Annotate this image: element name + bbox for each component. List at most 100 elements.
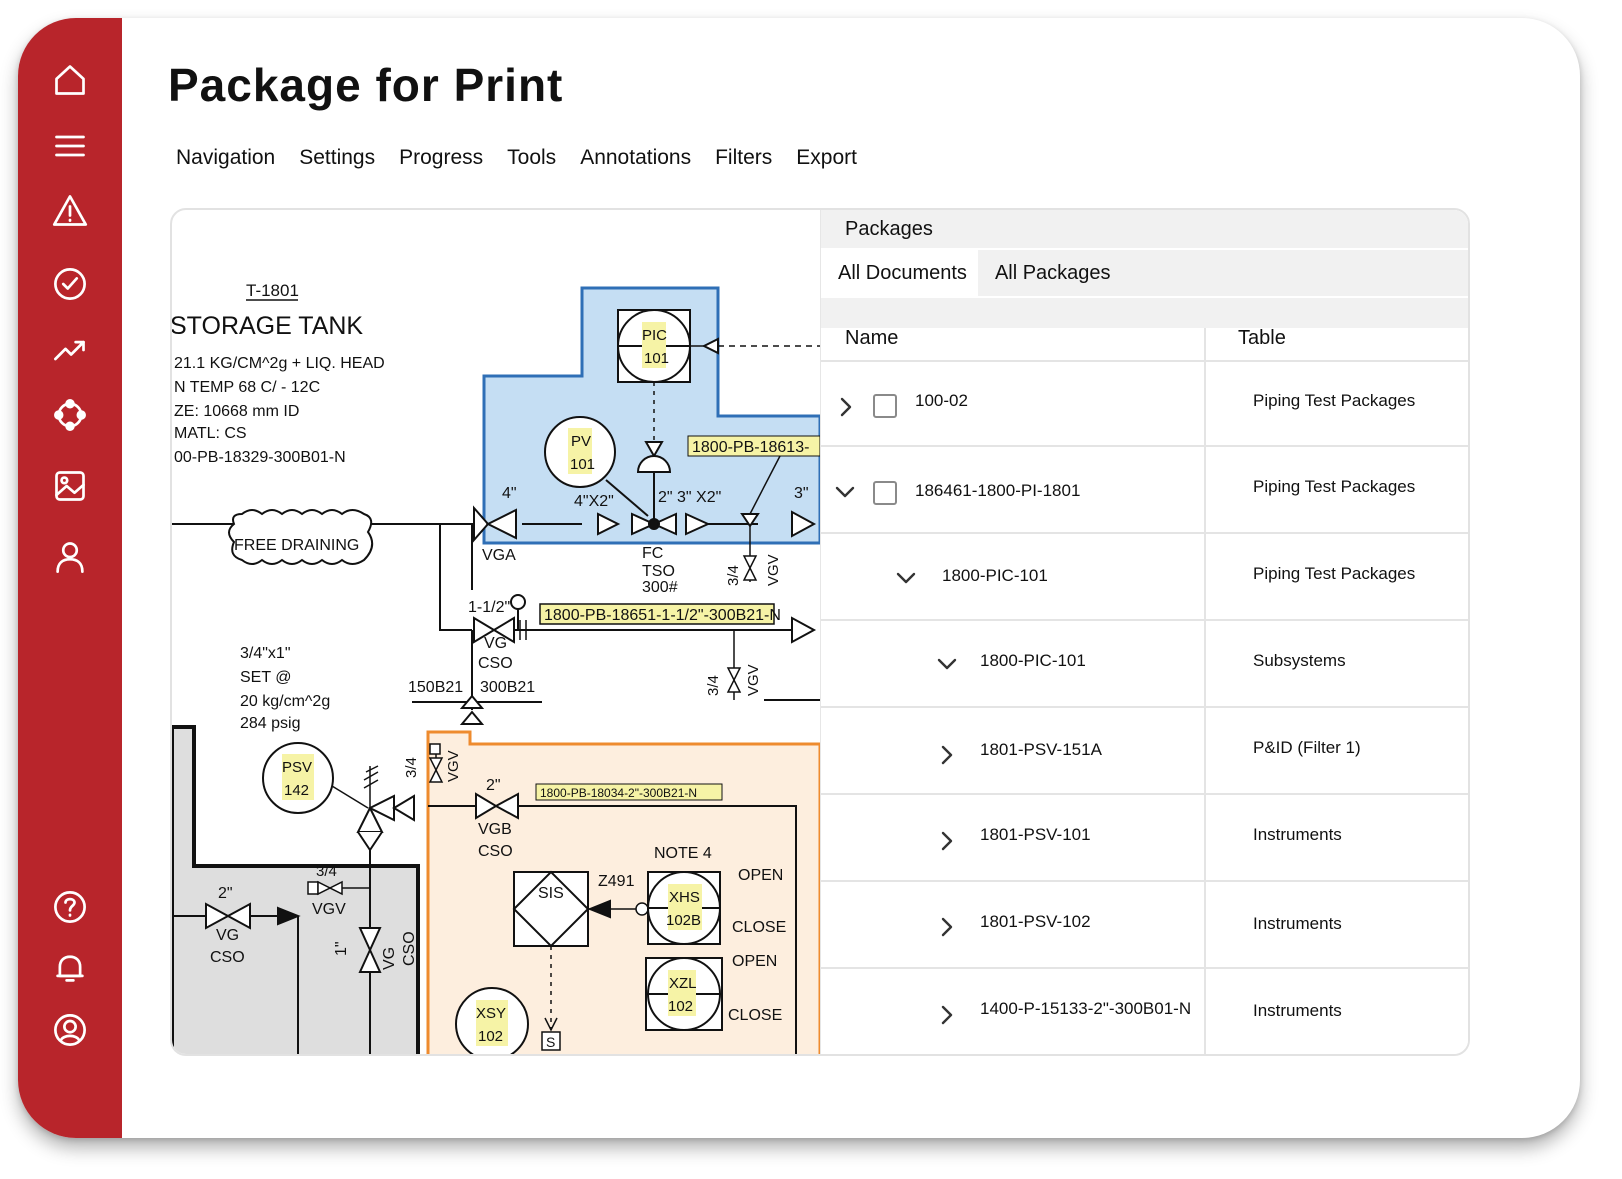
image-icon[interactable] [40, 456, 100, 516]
row-table: Instruments [1253, 1001, 1342, 1020]
tab-all-documents[interactable]: All Documents [821, 250, 978, 296]
tso-label: TSO [642, 563, 675, 580]
chevron-down-icon[interactable] [894, 566, 918, 590]
valve-label: VGV [745, 664, 762, 696]
account-icon[interactable] [40, 1000, 100, 1060]
chevron-right-icon[interactable] [935, 915, 959, 939]
size-label: 3/4 [403, 757, 420, 778]
instrument-bottom: 101 [570, 456, 595, 473]
size-label: 3" [794, 485, 809, 502]
row-name: 1800-PIC-101 [942, 566, 1048, 585]
help-icon[interactable] [40, 877, 100, 937]
size-label: 2" [218, 885, 233, 902]
menu-tools[interactable]: Tools [507, 146, 557, 169]
free-draining-cloud [228, 509, 374, 565]
valve-label: VGV [765, 554, 782, 586]
tank-spec: N TEMP 68 C/ - 12C [174, 379, 320, 396]
warning-icon[interactable] [40, 181, 100, 241]
panel-tabs: All Documents All Packages [821, 250, 1468, 296]
home-icon[interactable] [40, 50, 100, 110]
row-table: Piping Test Packages [1253, 477, 1416, 496]
row-table: Instruments [1253, 914, 1342, 933]
user-icon[interactable] [40, 527, 100, 587]
table-row[interactable]: 1800-PIC-101 Piping Test Packages [821, 536, 1468, 621]
row-name: 1800-PIC-101 [980, 651, 1086, 670]
menu-navigation[interactable]: Navigation [176, 146, 276, 169]
sis-label: SIS [538, 885, 564, 902]
line-tag: 1800-PB-18034-2"-300B21-N [540, 786, 697, 800]
menu-export[interactable]: Export [796, 146, 857, 169]
menu-progress[interactable]: Progress [399, 146, 484, 169]
menu-annotations[interactable]: Annotations [580, 146, 692, 169]
bell-icon[interactable] [40, 938, 100, 998]
valve-label: VGV [445, 750, 462, 782]
free-draining-label: FREE DRAINING [234, 537, 359, 554]
instrument-bottom: 102 [478, 1028, 503, 1045]
menu-icon[interactable] [40, 116, 100, 176]
sidebar [18, 18, 122, 1138]
valve-label: CSO [478, 843, 513, 860]
table-row[interactable]: 1800-PIC-101 Subsystems [821, 623, 1468, 708]
instrument-top: XSY [476, 1005, 506, 1022]
row-table: P&ID (Filter 1) [1253, 738, 1361, 757]
size-label: 2" [486, 777, 501, 794]
row-table: Piping Test Packages [1253, 564, 1416, 583]
chevron-down-icon[interactable] [935, 652, 959, 676]
psv-set: SET @ [240, 669, 292, 686]
size-label: 1-1/2" [468, 599, 510, 616]
instrument-tag [642, 322, 666, 368]
row-checkbox[interactable] [873, 481, 897, 505]
instrument-bottom: 102 [668, 998, 693, 1015]
menu-filters[interactable]: Filters [715, 146, 773, 169]
instrument-top: PSV [282, 759, 312, 776]
table-row[interactable]: 1400-P-15133-2"-300B01-N Instruments [821, 971, 1468, 1054]
rating-label: 300# [642, 579, 678, 596]
s-label: S [546, 1034, 555, 1050]
chevron-right-icon[interactable] [935, 1003, 959, 1027]
column-header-name[interactable]: Name [821, 328, 1204, 362]
table-row[interactable]: 1801-PSV-151A P&ID (Filter 1) [821, 710, 1468, 795]
size-label: 2" 3" X2" [658, 489, 721, 506]
gray-area [172, 725, 420, 1054]
size-label: 4" [502, 485, 517, 502]
size-label: 3/4 [316, 863, 337, 880]
pid-diagram[interactable]: T-1801 STORAGE TANK 21.1 KG/CM^2g + LIQ.… [172, 210, 820, 1054]
check-circle-icon[interactable] [40, 254, 100, 314]
spec-label: 150B21 [408, 679, 463, 696]
menu-settings[interactable]: Settings [299, 146, 376, 169]
trend-icon[interactable] [40, 320, 100, 380]
tank-tag: T-1801 [246, 281, 299, 300]
size-label: 3/4 [705, 675, 722, 696]
size-label: 1" [333, 941, 350, 956]
row-name: 1801-PSV-151A [980, 740, 1102, 759]
tab-all-packages[interactable]: All Packages [994, 261, 1111, 284]
chevron-right-icon[interactable] [935, 829, 959, 853]
app-frame: Package for Print Navigation Settings Pr… [18, 18, 1580, 1138]
row-name: 186461-1800-PI-1801 [915, 481, 1081, 500]
tank-spec: MATL: CS [174, 425, 247, 442]
valve-label: VG [381, 947, 398, 970]
psv-set: 20 kg/cm^2g [240, 693, 330, 710]
table-row[interactable]: 186461-1800-PI-1801 Piping Test Packages [821, 449, 1468, 534]
valve-label: VG [484, 635, 507, 652]
row-table: Subsystems [1253, 651, 1346, 670]
instrument-top: PV [571, 433, 591, 450]
row-checkbox[interactable] [873, 394, 897, 418]
open-label: OPEN [732, 953, 777, 970]
table-row[interactable]: 100-02 Piping Test Packages [821, 362, 1468, 447]
packages-panel: Packages All Documents All Packages Name… [820, 210, 1468, 1054]
instrument-top: XHS [669, 889, 700, 906]
instrument-top: PIC [642, 327, 667, 344]
network-icon[interactable] [40, 385, 100, 445]
valve-label: CSO [401, 931, 418, 966]
table-row[interactable]: 1801-PSV-102 Instruments [821, 884, 1468, 969]
instrument-bottom: 101 [644, 350, 669, 367]
row-table: Piping Test Packages [1253, 391, 1416, 410]
main-menu: Navigation Settings Progress Tools Annot… [176, 146, 881, 170]
content-card: T-1801 STORAGE TANK 21.1 KG/CM^2g + LIQ.… [170, 208, 1470, 1056]
chevron-right-icon[interactable] [935, 743, 959, 767]
column-header-table[interactable]: Table [1206, 328, 1468, 362]
chevron-right-icon[interactable] [834, 395, 858, 419]
chevron-down-icon[interactable] [833, 480, 857, 504]
table-row[interactable]: 1801-PSV-101 Instruments [821, 797, 1468, 882]
